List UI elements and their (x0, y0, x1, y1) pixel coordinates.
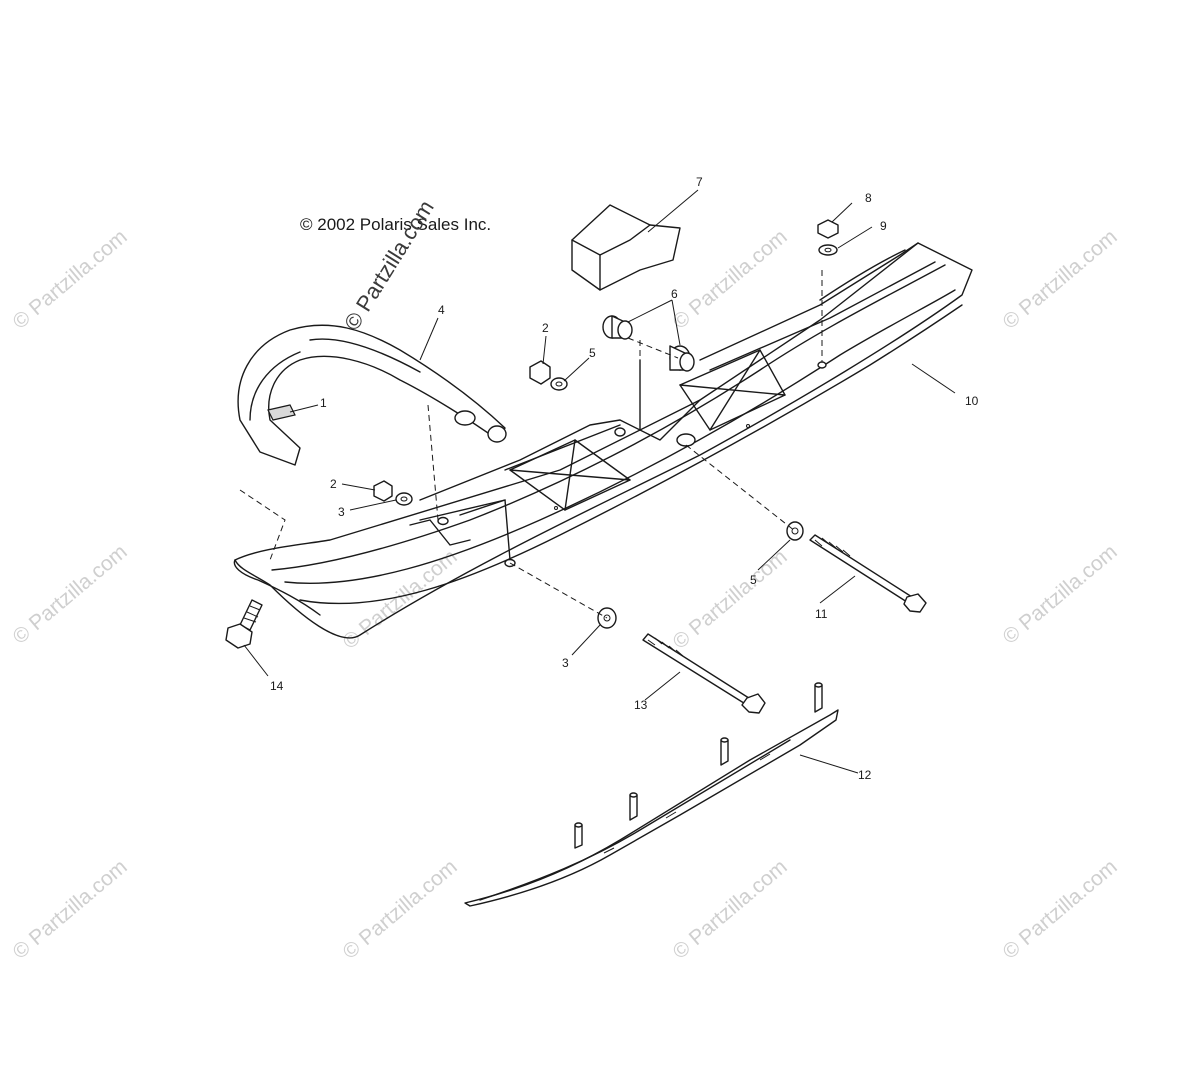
watermark: © Partzilla.com (668, 225, 791, 334)
callout-5: 5 (589, 346, 596, 360)
assembly-lines (239, 270, 823, 619)
part-6-bushings (602, 315, 695, 372)
callout-7: 7 (696, 175, 703, 189)
callout-2: 2 (330, 477, 337, 491)
leader-lines (243, 189, 956, 774)
callout-1: 1 (320, 396, 327, 410)
lower-nut-washer (373, 480, 413, 506)
watermark: © Partzilla.com (338, 545, 461, 654)
callout-10: 10 (965, 394, 979, 408)
callout-6: 6 (671, 287, 678, 301)
part-7-bumper (571, 204, 681, 291)
callout-11: 11 (815, 607, 828, 621)
watermark: © Partzilla.com (8, 225, 131, 334)
callout-12: 12 (858, 768, 872, 782)
upper-nut-washer (529, 360, 568, 391)
callout-4: 4 (438, 303, 445, 317)
watermark: © Partzilla.com (668, 855, 791, 964)
callout-14: 14 (270, 679, 284, 693)
front-bolt-assembly (597, 607, 766, 714)
part-12-runner (464, 682, 839, 907)
callout-9: 9 (880, 219, 887, 233)
ski-handle (237, 324, 507, 466)
callout-13: 13 (634, 698, 648, 712)
copyright-text: © 2002 Polaris Sales Inc. (300, 215, 491, 234)
watermark: © Partzilla.com (998, 225, 1121, 334)
watermark: © Partzilla.com (338, 855, 461, 964)
callout-3: 3 (562, 656, 569, 670)
watermark: © Partzilla.com (668, 545, 791, 654)
callout-3: 3 (338, 505, 345, 519)
callout-8: 8 (865, 191, 872, 205)
callout-5: 5 (750, 573, 757, 587)
part-8-9-nut-washer (817, 219, 839, 256)
callout-2: 2 (542, 321, 549, 335)
watermark: © Partzilla.com (998, 855, 1121, 964)
rear-bolt-assembly (786, 521, 927, 613)
watermark: © Partzilla.com (8, 540, 131, 649)
part-14-bolt (225, 599, 263, 649)
callout-labels: 1 2 2 3 3 4 5 5 6 7 8 9 10 11 12 13 14 (270, 175, 979, 782)
watermark: © Partzilla.com (8, 855, 131, 964)
ski-body (233, 242, 973, 639)
watermark: © Partzilla.com (998, 540, 1121, 649)
